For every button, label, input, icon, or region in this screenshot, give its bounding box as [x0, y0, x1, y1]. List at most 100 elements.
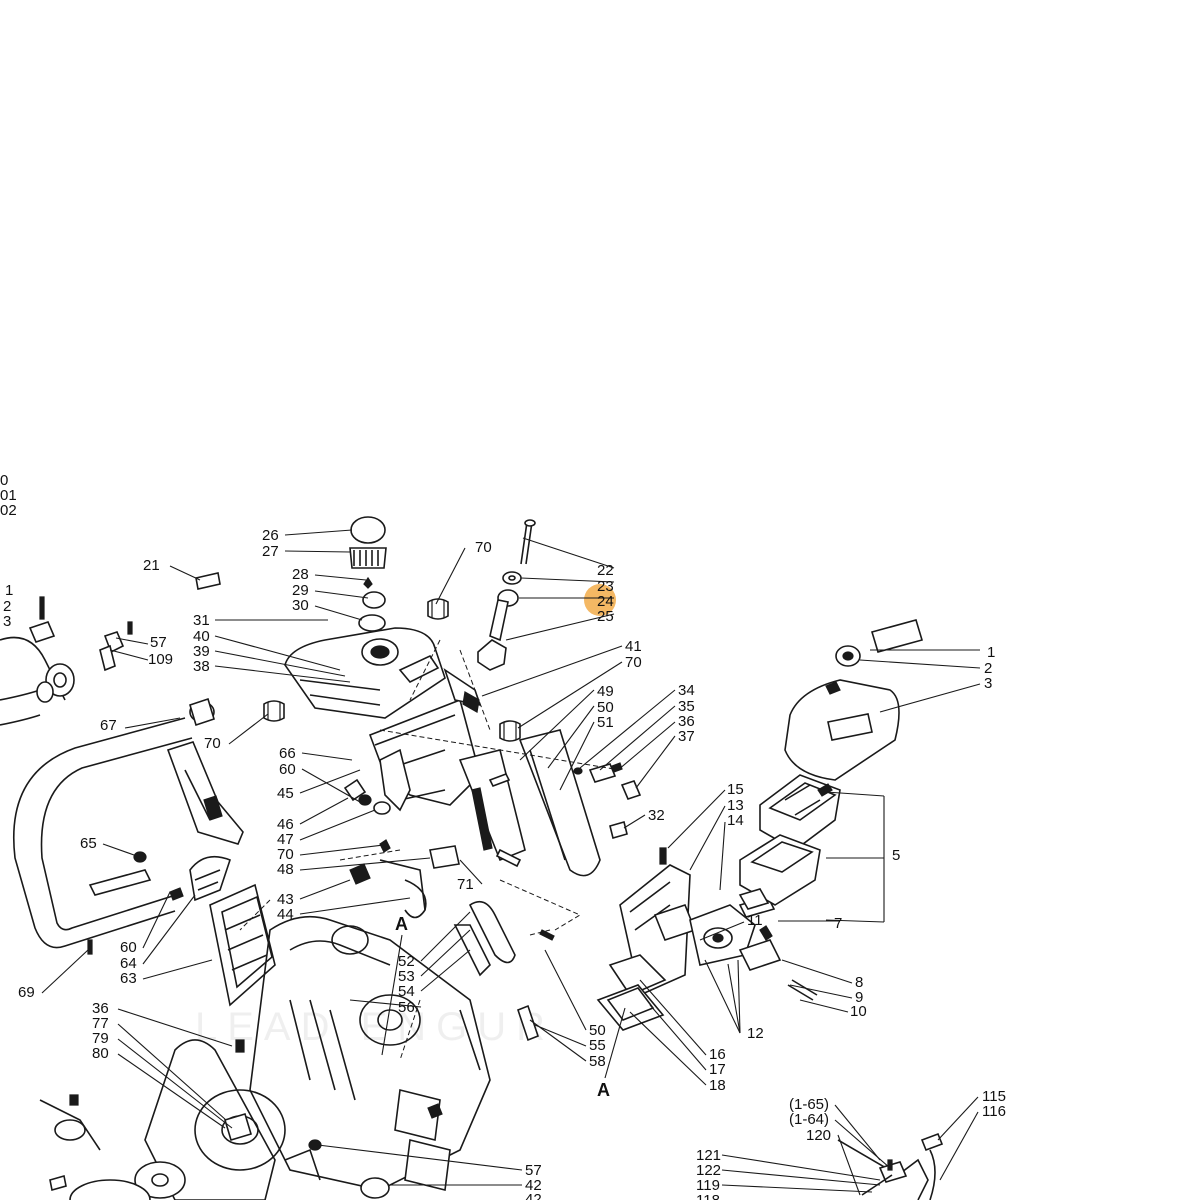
part-label: 80 [92, 1045, 109, 1062]
part-label: 25 [597, 608, 614, 625]
part-label: 52 [398, 953, 415, 970]
part-label: 116 [982, 1103, 1006, 1120]
leader-line [299, 857, 431, 871]
part-label: 70 [204, 735, 221, 752]
leader-lines [41, 529, 981, 1196]
leader-line [314, 574, 367, 581]
leader-line [635, 735, 676, 789]
leader-line [781, 959, 853, 984]
leader-line [505, 613, 615, 641]
leader-line [299, 797, 349, 825]
leader-line [314, 590, 369, 599]
part-label: 44 [277, 906, 294, 923]
leader-line [301, 752, 353, 761]
leader-line [937, 1096, 979, 1141]
leader-line [517, 661, 623, 729]
leader-line [522, 537, 615, 569]
part-label: 49 [597, 683, 614, 700]
leader-line [789, 984, 853, 999]
leader-line [689, 805, 726, 871]
air-filter-cover [738, 619, 924, 910]
part-label: 21 [143, 557, 160, 574]
leader-line [228, 713, 269, 745]
carburetor-assembly [596, 847, 818, 1031]
part-label: 26 [262, 527, 279, 544]
leader-line [420, 929, 471, 977]
leader-line [519, 689, 595, 761]
part-label: 64 [120, 955, 137, 972]
part-label: 9 [855, 989, 863, 1006]
part-label: 50 [589, 1022, 606, 1039]
leader-line [299, 879, 351, 900]
part-label: 45 [277, 785, 294, 802]
leader-line [299, 844, 385, 856]
leader-line [825, 919, 885, 923]
lower-left-parts [39, 1094, 390, 1200]
hand-guard-parts [169, 855, 276, 1007]
part-label: 3 [3, 613, 11, 630]
part-label: 63 [120, 970, 137, 987]
part-label: 115 [982, 1088, 1006, 1105]
leader-line [284, 529, 353, 536]
part-label: 2 [984, 660, 992, 677]
leader-line [284, 550, 351, 553]
leader-line [520, 577, 615, 583]
leader-line [299, 809, 376, 841]
part-label: 118 [696, 1192, 720, 1200]
leader-line [420, 911, 471, 962]
leader-line [719, 821, 726, 891]
filler-cap-assembly [349, 516, 387, 632]
part-label: 02 [0, 502, 17, 519]
part-label: 34 [678, 682, 695, 699]
leader-line [579, 689, 676, 769]
front-handle-bar [13, 697, 244, 955]
part-label: 53 [398, 968, 415, 985]
leader-line [117, 1008, 233, 1047]
part-label: 67 [100, 717, 117, 734]
section-marker-top: A [395, 914, 408, 934]
part-label: 71 [457, 876, 474, 893]
highlight-marker[interactable] [584, 584, 616, 616]
part-label: 60 [120, 939, 137, 956]
part-label: 56 [398, 999, 415, 1016]
misc-small-parts [488, 762, 642, 1042]
part-label: 42 [525, 1177, 542, 1194]
part-label: 79 [92, 1030, 109, 1047]
leader-line [142, 894, 196, 965]
leader-line [599, 705, 676, 771]
part-label: 77 [92, 1015, 109, 1032]
leader-line [117, 1023, 227, 1121]
leader-line [667, 789, 726, 849]
part-label: 70 [625, 654, 642, 671]
leader-line [301, 768, 361, 803]
leader-line [299, 769, 361, 794]
leader-line [623, 814, 646, 829]
leader-line [349, 999, 422, 1008]
part-label: 47 [277, 831, 294, 848]
leader-line [117, 1038, 233, 1129]
leader-line [117, 1053, 226, 1129]
part-label: (1-65) [789, 1096, 829, 1113]
watermark-text: LEAD ENGUR [195, 1005, 555, 1049]
leader-line [142, 891, 171, 949]
part-label: 31 [193, 612, 210, 629]
leader-line [124, 717, 181, 729]
leader-line [639, 979, 707, 1056]
leader-line [727, 963, 741, 1034]
part-label: 27 [262, 543, 279, 560]
leader-line [214, 650, 346, 677]
leader-line [420, 949, 471, 992]
leader-line [529, 1019, 587, 1062]
leader-line [314, 605, 363, 621]
leader-line [799, 999, 849, 1013]
leader-line [544, 949, 587, 1031]
part-label: 22 [597, 562, 614, 579]
part-label: 2 [3, 598, 11, 615]
part-label: 18 [709, 1077, 726, 1094]
part-label: 35 [678, 698, 695, 715]
part-label: (1-64) [789, 1111, 829, 1128]
section-marker-bottom: A [597, 1080, 610, 1100]
throttle-parts [343, 778, 555, 977]
part-label: 7 [834, 915, 842, 932]
